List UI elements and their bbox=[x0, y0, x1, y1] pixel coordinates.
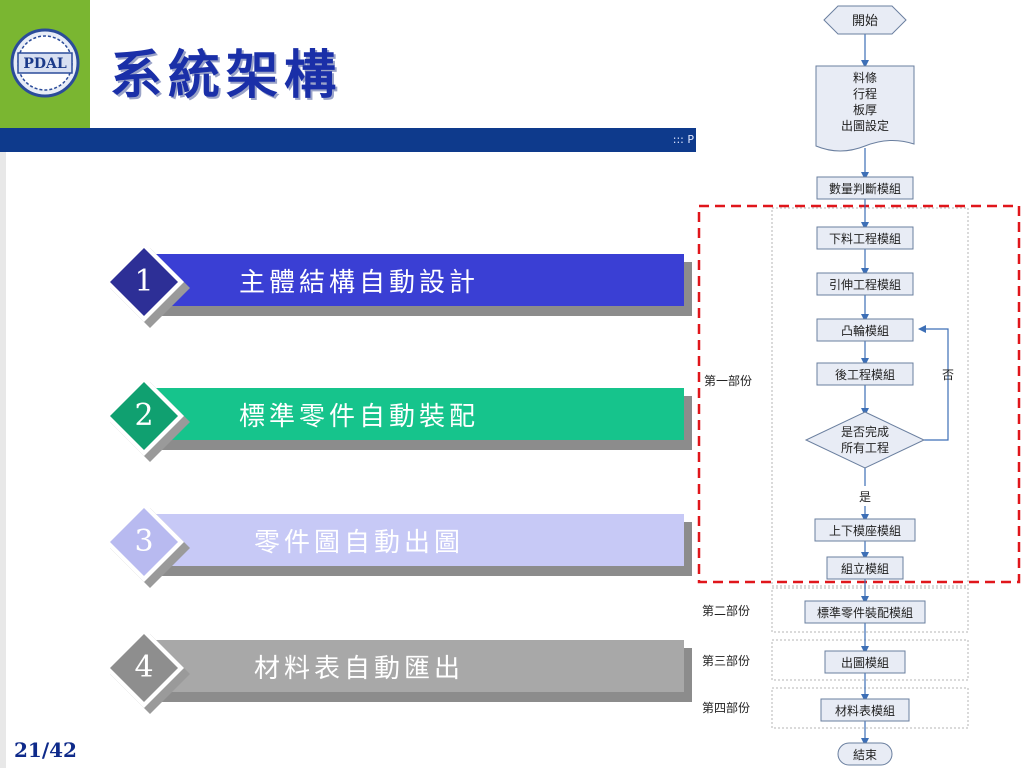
part1-frame bbox=[771, 207, 969, 587]
input-line-1: 料條 bbox=[853, 71, 877, 85]
item-number: 3 bbox=[134, 523, 154, 559]
list-item-3: 零件圖自動出圖 3 bbox=[104, 502, 694, 592]
item-number: 1 bbox=[134, 263, 154, 299]
die-set-module bbox=[814, 518, 916, 542]
part3-frame bbox=[771, 639, 969, 681]
input-line-4: 出圖設定 bbox=[841, 118, 889, 133]
end-node bbox=[837, 742, 893, 766]
item-diamond bbox=[104, 376, 190, 462]
quantity-module-label: 數量判斷模組 bbox=[829, 182, 901, 196]
blanking-module bbox=[816, 226, 914, 250]
drawing-output-module-label: 出圖模組 bbox=[841, 656, 889, 670]
part2-frame bbox=[771, 587, 969, 633]
decision-line-2: 所有工程 bbox=[841, 440, 889, 455]
assembly-module bbox=[826, 556, 904, 580]
start-label: 開始 bbox=[852, 14, 878, 29]
page-number: 21/42 bbox=[14, 738, 77, 762]
input-document bbox=[815, 65, 915, 152]
item-bar bbox=[144, 388, 684, 440]
blanking-module-label: 下料工程模組 bbox=[829, 231, 901, 246]
list-item-4: 材料表自動匯出 4 bbox=[104, 628, 694, 718]
item-diamond bbox=[104, 242, 190, 328]
post-process-module bbox=[816, 362, 914, 386]
item-number: 4 bbox=[134, 649, 154, 685]
item-bar bbox=[144, 254, 684, 306]
part4-frame bbox=[771, 687, 969, 729]
highlight-box bbox=[697, 204, 1021, 584]
bom-module-label: 材料表模組 bbox=[835, 704, 895, 718]
item-bar bbox=[144, 514, 684, 566]
flowchart-svg: 開始 料條 行程 板厚 出圖設定 數量判斷模組 第一部份 下料工程模組 引伸工程… bbox=[696, 0, 1024, 768]
item-label: 主體結構自動設計 bbox=[238, 267, 479, 298]
item-label: 材料表自動匯出 bbox=[253, 653, 464, 684]
start-node bbox=[823, 5, 907, 35]
list-item-2: 標準零件自動裝配 2 bbox=[104, 376, 694, 466]
drawing-module bbox=[816, 272, 914, 296]
item-label: 零件圖自動出圖 bbox=[253, 527, 464, 558]
item-bar bbox=[144, 640, 684, 692]
input-line-3: 板厚 bbox=[853, 103, 877, 117]
bom-module bbox=[820, 698, 910, 722]
part3-label: 第三部份 bbox=[702, 653, 750, 668]
item-diamond bbox=[104, 502, 190, 588]
logo-text: PDAL bbox=[23, 56, 67, 72]
item-diamond bbox=[104, 628, 190, 714]
drawing-module-label: 引伸工程模組 bbox=[829, 277, 901, 292]
part2-label: 第二部份 bbox=[702, 603, 750, 618]
page-title: 系統架構 bbox=[110, 45, 343, 106]
header-bar: ::: P bbox=[0, 128, 700, 152]
header-bar-text: ::: P bbox=[672, 133, 694, 146]
drawing-output-module bbox=[824, 650, 906, 674]
item-number: 2 bbox=[134, 397, 154, 433]
assembly-module-label: 組立模組 bbox=[841, 561, 889, 576]
yes-label: 是 bbox=[859, 490, 871, 504]
list-item-1: 主體結構自動設計 1 bbox=[104, 242, 694, 332]
standard-parts-module-label: 標準零件裝配模組 bbox=[817, 605, 913, 620]
item-label: 標準零件自動裝配 bbox=[238, 401, 479, 432]
cam-module bbox=[816, 318, 914, 342]
no-label: 否 bbox=[942, 368, 954, 382]
part1-label: 第一部份 bbox=[704, 373, 752, 388]
cam-module-label: 凸輪模組 bbox=[841, 323, 889, 338]
post-process-module-label: 後工程模組 bbox=[835, 367, 895, 382]
part4-label: 第四部份 bbox=[702, 700, 750, 715]
pdal-logo: PDAL bbox=[10, 28, 80, 98]
decision-line-1: 是否完成 bbox=[841, 424, 889, 439]
input-line-2: 行程 bbox=[853, 86, 877, 101]
decision-node bbox=[804, 411, 926, 469]
flowchart: 開始 料條 行程 板厚 出圖設定 數量判斷模組 第一部份 下料工程模組 引伸工程… bbox=[696, 0, 1024, 768]
quantity-module bbox=[816, 176, 914, 200]
die-set-module-label: 上下模座模組 bbox=[829, 523, 901, 538]
end-label: 結束 bbox=[853, 748, 877, 762]
standard-parts-module bbox=[804, 600, 926, 624]
